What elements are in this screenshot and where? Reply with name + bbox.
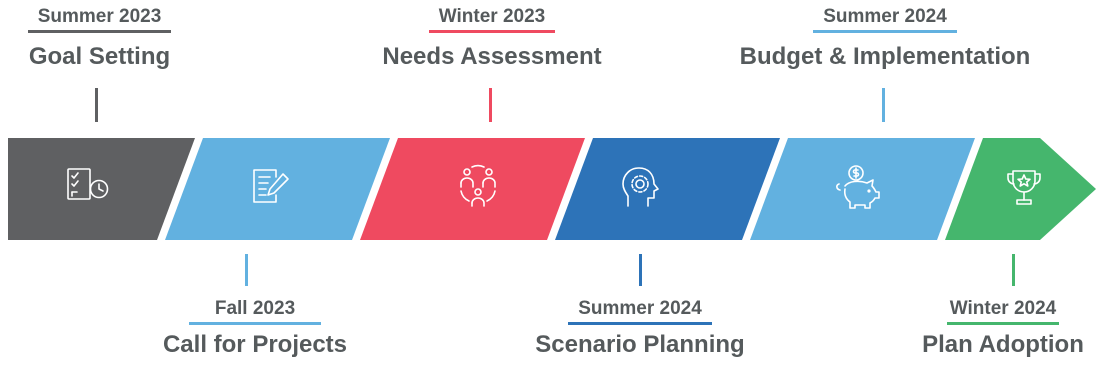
tick-bottom-2	[245, 254, 248, 286]
milestone-title-1: Goal Setting	[28, 43, 171, 70]
segment-plan-adoption	[945, 138, 1096, 240]
tick-top-3	[489, 88, 492, 122]
milestone-label-3: Winter 2023 Needs Assessment	[352, 6, 632, 71]
milestone-date-3: Winter 2023	[428, 6, 556, 33]
piggy-bank-icon	[836, 165, 880, 209]
checklist-clock-icon	[67, 168, 109, 200]
milestone-label-1: Summer 2023 Goal Setting	[12, 6, 187, 71]
tick-bottom-6	[1012, 254, 1015, 286]
milestone-date-4: Summer 2024	[568, 298, 712, 325]
milestone-label-2: Fall 2023 Call for Projects	[135, 298, 375, 359]
head-gear-icon	[622, 167, 659, 207]
milestone-title-5: Budget & Implementation	[739, 43, 1031, 70]
date-underline-2	[188, 322, 322, 325]
milestone-date-2: Fall 2023	[188, 298, 322, 325]
date-underline-1	[27, 30, 172, 33]
date-underline-5	[813, 30, 957, 33]
milestone-date-1: Summer 2023	[27, 6, 172, 33]
milestone-title-3: Needs Assessment	[382, 43, 602, 70]
tick-top-1	[95, 88, 98, 122]
milestone-title-6: Plan Adoption	[922, 331, 1084, 358]
segment-budget-implementation	[750, 138, 975, 240]
document-pencil-icon	[253, 169, 289, 203]
milestone-label-4: Summer 2024 Scenario Planning	[510, 298, 770, 359]
milestone-title-4: Scenario Planning	[535, 331, 745, 358]
milestone-date-5: Summer 2024	[813, 6, 957, 33]
date-underline-3	[428, 30, 556, 33]
date-underline-4	[568, 322, 712, 325]
milestone-label-6: Winter 2024 Plan Adoption	[908, 298, 1098, 359]
trophy-star-icon	[1007, 170, 1041, 205]
tick-bottom-4	[639, 254, 642, 286]
people-network-icon	[460, 164, 496, 207]
milestone-label-5: Summer 2024 Budget & Implementation	[700, 6, 1070, 71]
milestone-date-6: Winter 2024	[946, 298, 1060, 325]
segment-goal-setting	[8, 138, 195, 240]
segment-needs-assessment	[360, 138, 585, 240]
segment-scenario-planning	[555, 138, 780, 240]
date-underline-6	[946, 322, 1060, 325]
tick-top-5	[882, 88, 885, 122]
milestone-title-2: Call for Projects	[162, 331, 348, 358]
